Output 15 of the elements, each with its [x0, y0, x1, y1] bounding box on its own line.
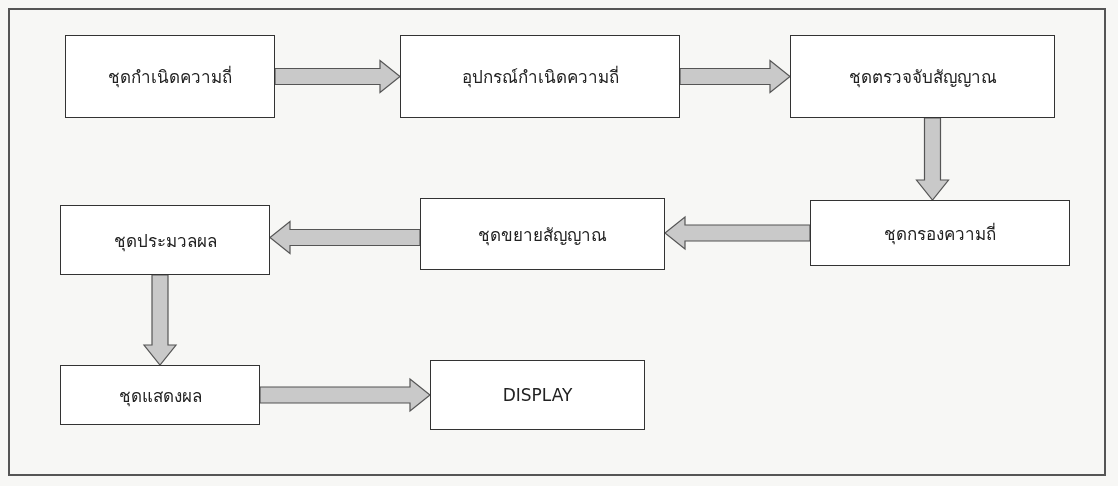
- process-box: ชุดกรองความถี่: [810, 200, 1070, 266]
- block-arrow: [915, 117, 950, 201]
- block-arrow: [274, 59, 401, 94]
- process-box: อุปกรณ์กำเนิดความถี่: [400, 35, 680, 118]
- process-box: ชุดขยายสัญญาณ: [420, 198, 665, 270]
- process-box: ชุดแสดงผล: [60, 365, 260, 425]
- block-arrow: [269, 220, 421, 255]
- process-box: ชุดตรวจจับสัญญาณ: [790, 35, 1055, 118]
- block-arrow: [259, 377, 431, 413]
- process-box: DISPLAY: [430, 360, 645, 430]
- block-arrow: [142, 274, 178, 366]
- block-arrow: [679, 59, 791, 94]
- process-box: ชุดประมวลผล: [60, 205, 270, 275]
- block-arrow: [664, 215, 811, 251]
- process-box: ชุดกำเนิดความถี่: [65, 35, 275, 118]
